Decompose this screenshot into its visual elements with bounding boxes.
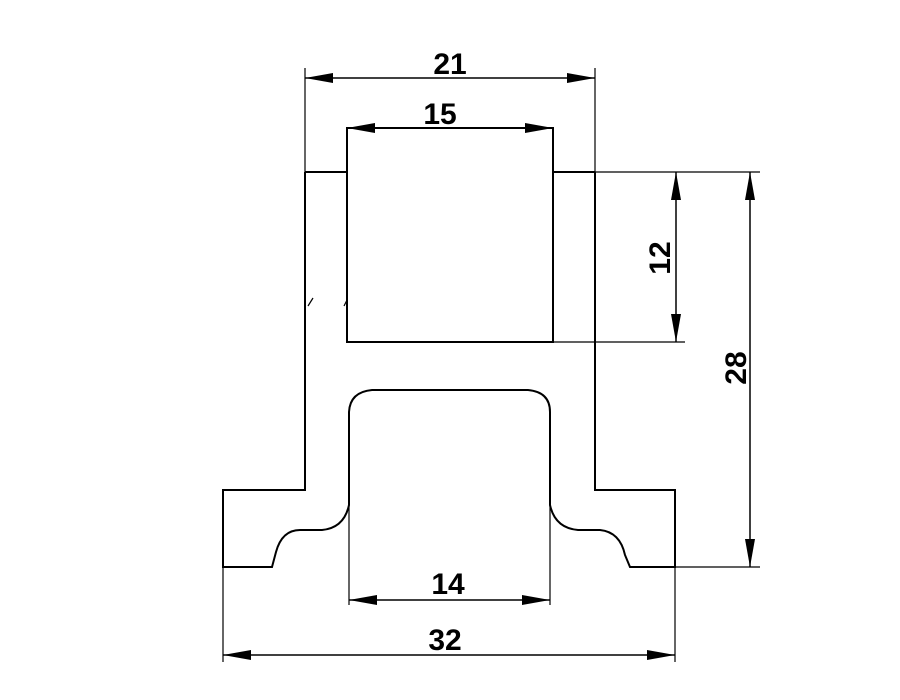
profile-outer-outline [222, 171, 676, 568]
dimension-28: 28 [720, 172, 755, 567]
dimension-32: 32 [223, 624, 675, 660]
dimension-15: 15 [347, 98, 553, 133]
dimension-label-28: 28 [720, 351, 753, 384]
dimension-label-12: 12 [644, 241, 677, 274]
dimension-label-21: 21 [433, 48, 466, 81]
dimension-12: 12 [644, 172, 681, 342]
dimension-label-14: 14 [431, 568, 465, 601]
break-mark-left [307, 297, 314, 307]
dimension-label-32: 32 [428, 624, 461, 657]
dimension-21: 21 [305, 48, 595, 83]
dimension-14: 14 [349, 568, 550, 605]
profile-inner-cavity [346, 127, 554, 343]
break-mark-inner [343, 299, 348, 307]
dimension-label-15: 15 [423, 98, 456, 131]
